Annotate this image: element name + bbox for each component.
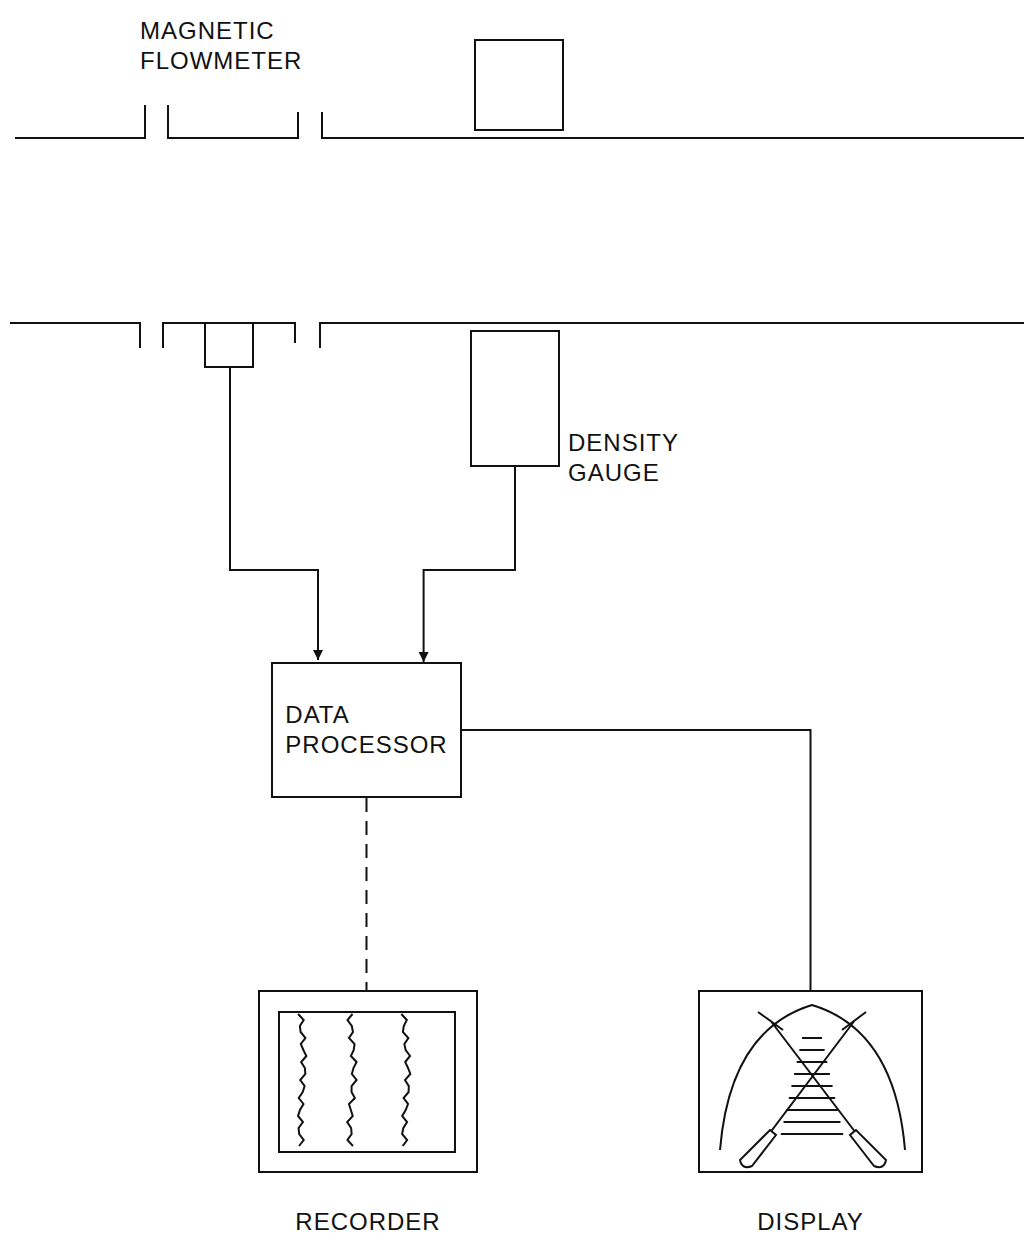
processor-box: DATA PROCESSOR (271, 662, 461, 798)
pointer-grip (850, 1130, 886, 1167)
signal-connector (365, 798, 367, 990)
scale-tick (786, 1109, 838, 1111)
density-gauge-box: DENSITY GAUGE (470, 330, 560, 467)
scale-tick (802, 1037, 822, 1039)
pipe-line (10, 323, 1024, 348)
signal-connector (462, 730, 811, 990)
chart-trace (298, 1014, 306, 1146)
signal-wire (230, 367, 318, 660)
chart-trace (347, 1014, 356, 1146)
scale-tick (784, 1121, 841, 1123)
scale-tick (781, 1133, 843, 1135)
scale-tick (799, 1049, 824, 1051)
node-label: RECORDER (295, 1207, 440, 1237)
display-box: DISPLAY (698, 990, 923, 1173)
chart-trace (401, 1014, 410, 1146)
recorder-chart (279, 1012, 455, 1152)
pipe-line (15, 105, 1024, 138)
node-label: DISPLAY (757, 1207, 864, 1237)
part-label: MAGNETIC FLOWMETER (140, 16, 302, 76)
recorder-box: RECORDER (258, 990, 478, 1173)
node-label: DENSITY GAUGE (568, 428, 679, 488)
pointer-grip (740, 1130, 776, 1167)
signal-connector (424, 467, 515, 662)
flowmeter-sensor (205, 323, 253, 367)
top-box (475, 40, 563, 130)
node-label: DATA PROCESSOR (285, 700, 447, 760)
scale-tick (791, 1085, 832, 1087)
